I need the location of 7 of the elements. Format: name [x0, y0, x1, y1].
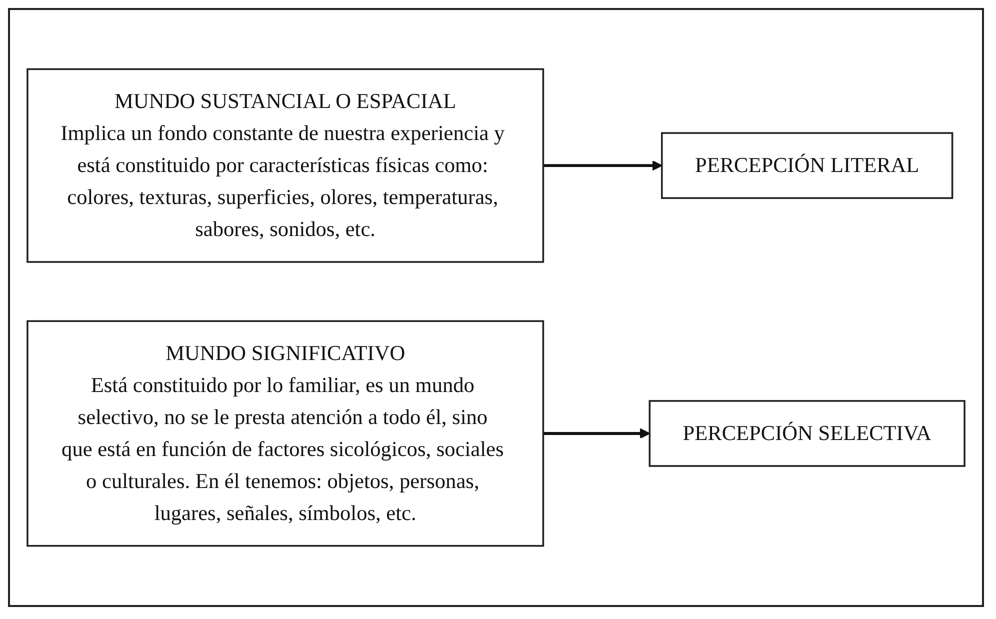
node-box [26, 320, 544, 547]
outer-frame: MUNDO SUSTANCIAL O ESPACIAL Implica un fondo constante de nuestra experiencia y está constituido por características físicas como: colores, texturas, superficies, olores, temperaturas, sabores, sonidos, etc. PERCEPCIÓN LITERAL MUNDO SIGNIFICATIVO Está constituido por lo familiar, es un mundo selectivo, no se le presta atención a todo él, sino que está en función de factores sicológicos, sociales o culturales. En él tenemos: objetos, personas, lugares, señales, símbolos, etc. PERCEPCIÓN SELECTIVA [8, 8, 984, 607]
node-box [648, 400, 966, 467]
arrow [543, 160, 662, 171]
node-box [661, 132, 954, 199]
node-box [26, 68, 544, 263]
arrow [543, 428, 650, 439]
